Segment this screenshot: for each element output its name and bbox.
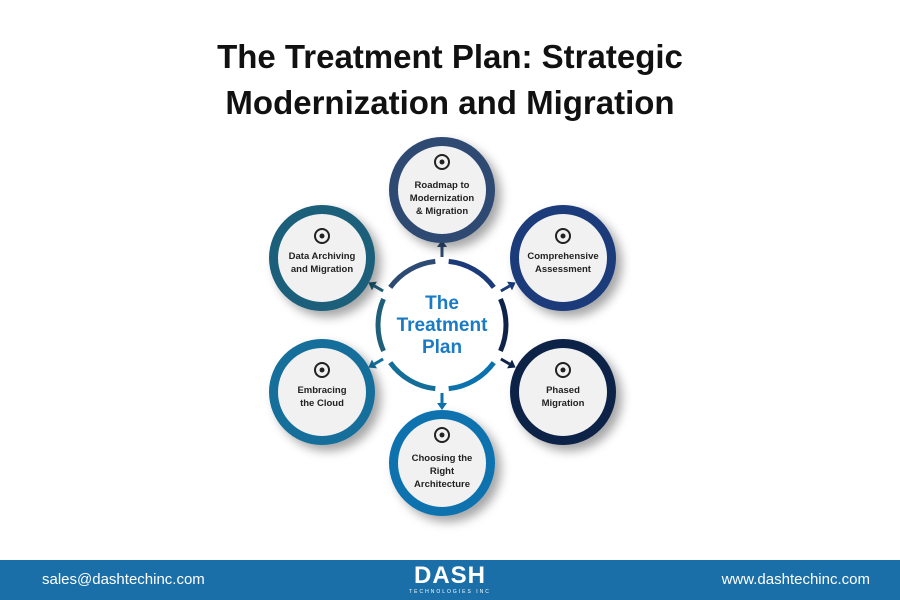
- arrow-shaft: [373, 357, 384, 366]
- ring-arc: [498, 297, 509, 353]
- node-face: [519, 348, 607, 436]
- arrow-shaft: [373, 284, 384, 293]
- node-face: [278, 214, 366, 302]
- footer: sales@dashtechinc.com DASH TECHNOLOGIES …: [0, 560, 900, 600]
- arrow-shaft: [500, 357, 511, 366]
- node-face: [278, 348, 366, 436]
- diagram: [269, 137, 616, 516]
- ring-arc: [448, 361, 496, 392]
- ring-arc: [375, 297, 386, 353]
- email-link[interactable]: sales@dashtechinc.com: [42, 571, 205, 588]
- node-4: [269, 339, 375, 445]
- head-gears-icon: [314, 362, 330, 378]
- database-transfer-icon: [314, 228, 330, 244]
- roadmap-flow-icon: [434, 154, 450, 170]
- node-5: [269, 205, 375, 311]
- node-face: [398, 419, 486, 507]
- developer-icon: [434, 427, 450, 443]
- node-face: [398, 146, 486, 234]
- arrow-shaft: [500, 284, 511, 293]
- page-title: The Treatment Plan: Strategic Modernizat…: [217, 38, 683, 121]
- ring-arc: [388, 258, 436, 289]
- gear-check-icon: [555, 228, 571, 244]
- arrow-head-icon: [507, 359, 516, 369]
- node-2: [510, 339, 616, 445]
- center-ring: [368, 240, 516, 410]
- node-1: [510, 205, 616, 311]
- ring-arc: [448, 258, 496, 289]
- ring-arc: [388, 361, 436, 392]
- phases-cycle-icon: [555, 362, 571, 378]
- arrow-head-icon: [437, 240, 447, 247]
- arrow-head-icon: [507, 281, 516, 291]
- arrow-head-icon: [368, 281, 377, 291]
- node-0: [389, 137, 495, 243]
- website-link[interactable]: www.dashtechinc.com: [721, 571, 870, 588]
- center-label: The Treatment Plan: [396, 293, 488, 358]
- node-3: [389, 410, 495, 516]
- arrow-head-icon: [368, 359, 377, 369]
- arrow-head-icon: [437, 403, 447, 410]
- node-face: [519, 214, 607, 302]
- dash-logo: DASH TECHNOLOGIES INC: [409, 562, 491, 596]
